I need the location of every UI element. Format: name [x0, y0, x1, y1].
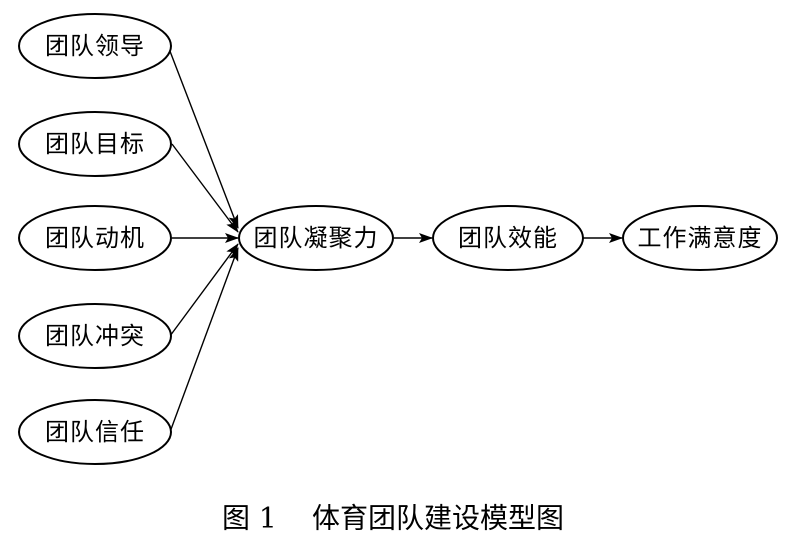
edges — [167, 45, 623, 433]
node-team-efficacy: 团队效能 — [432, 205, 584, 271]
node-label: 团队目标 — [45, 130, 145, 158]
node-label: 团队领导 — [45, 32, 145, 60]
edge-goal-to-cohesion — [171, 143, 239, 233]
edge-trust-to-cohesion — [169, 247, 239, 433]
node-team-goal: 团队目标 — [18, 111, 172, 177]
node-team-leadership: 团队领导 — [18, 13, 172, 79]
node-label: 团队凝聚力 — [254, 224, 379, 252]
caption-number: 图 1 — [222, 502, 277, 535]
node-label: 团队动机 — [45, 224, 145, 252]
node-team-conflict: 团队冲突 — [18, 303, 172, 369]
node-team-trust: 团队信任 — [18, 399, 172, 465]
figure-caption: 图 1 体育团队建设模型图 — [222, 502, 564, 535]
node-team-cohesion: 团队凝聚力 — [238, 205, 394, 271]
caption-title: 体育团队建设模型图 — [312, 502, 564, 535]
node-label: 工作满意度 — [638, 224, 763, 252]
node-label: 团队效能 — [458, 224, 558, 252]
node-label: 团队冲突 — [45, 322, 145, 350]
edge-leadership-to-cohesion — [167, 45, 239, 229]
edge-conflict-to-cohesion — [169, 243, 239, 337]
node-job-satisfaction: 工作满意度 — [622, 205, 778, 271]
node-label: 团队信任 — [45, 418, 145, 446]
node-team-motivation: 团队动机 — [18, 205, 172, 271]
